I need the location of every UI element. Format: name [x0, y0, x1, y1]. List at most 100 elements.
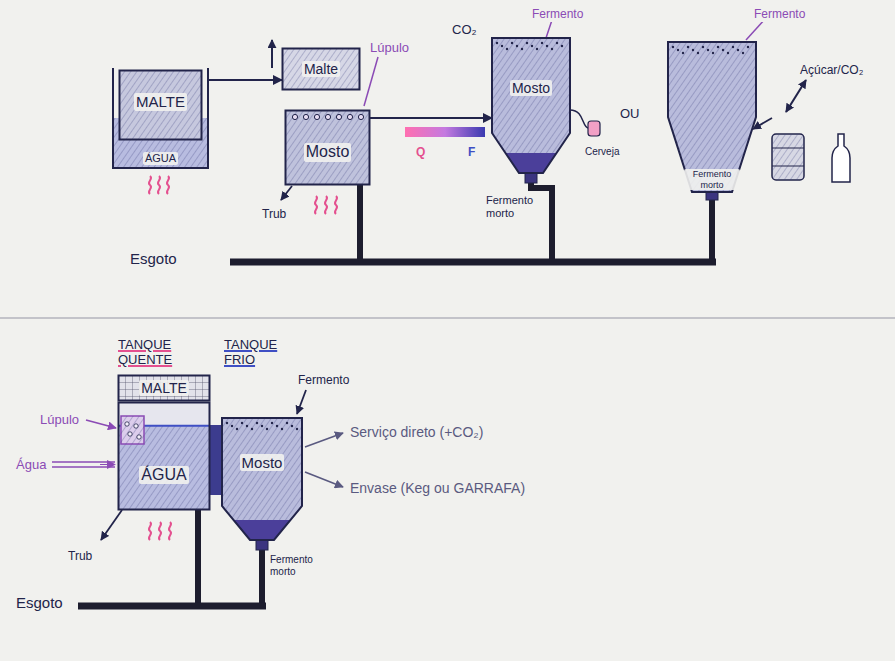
- yeast-label: Fermento: [296, 374, 351, 388]
- hop-label-box: Lúpulo: [38, 410, 81, 428]
- sewer-label: Esgoto: [14, 594, 65, 611]
- water-line: [118, 425, 210, 427]
- tank-outlet: [525, 173, 537, 183]
- dead-yeast-label: Fermento morto: [268, 554, 324, 577]
- cold-mark: F: [466, 146, 477, 160]
- yeast-dot: [556, 42, 558, 44]
- yeast-dot: [747, 46, 749, 48]
- yeast-dot: [296, 428, 298, 430]
- yeast-label: Fermento: [752, 8, 807, 22]
- drain-pipe: [709, 200, 715, 262]
- output-arrow: [305, 472, 343, 487]
- beer-label: Cerveja: [583, 146, 621, 158]
- tank-heading-box: TANQUE QUENTE: [116, 338, 192, 368]
- yeast-dot: [551, 48, 553, 50]
- yeast-dot: [266, 428, 268, 430]
- node-text: MALTE: [139, 380, 189, 396]
- node-text: MALTE: [134, 93, 187, 110]
- node-text: Mosto: [304, 143, 352, 161]
- mash-kettle: ÁGUA MALTE: [113, 68, 208, 168]
- yeast-dot: [722, 49, 724, 51]
- tank-outline: [119, 403, 210, 510]
- hop-dot: [347, 114, 352, 119]
- box-outline: [119, 376, 210, 401]
- transfer-pipe: [210, 425, 222, 495]
- yeast-dot: [521, 48, 523, 50]
- leader-line: [546, 20, 552, 38]
- trub-label: Trub: [66, 550, 94, 564]
- sewer-label: Esgoto: [128, 250, 179, 267]
- sewer-line: [78, 603, 266, 610]
- hop-dot: [128, 432, 132, 436]
- node-text: Mosto: [510, 80, 552, 96]
- yeast-label-box: Fermento: [752, 4, 807, 22]
- box-outline: [283, 49, 360, 90]
- yeast-dot: [271, 422, 273, 424]
- sewer-label-box: Esgoto: [14, 594, 65, 612]
- yeast-dot: [251, 428, 253, 430]
- fermenter: Mosto: [492, 38, 570, 183]
- maturation-tank: Fermento morto: [668, 42, 756, 200]
- hop-dot: [358, 114, 363, 119]
- hop-dot: [336, 114, 341, 119]
- yeast-dot: [246, 425, 248, 427]
- yeast-label-box: Fermento: [296, 370, 351, 388]
- output-label: Serviço direto (+CO₂): [348, 424, 485, 440]
- box-fill: [285, 110, 370, 185]
- yeast-dot: [707, 49, 709, 51]
- trub-arrow: [101, 510, 122, 540]
- hop-label-box: Lúpulo: [368, 38, 411, 56]
- box-fill: [282, 48, 360, 90]
- sediment-band: [234, 520, 291, 540]
- malt-box: MALTE: [118, 375, 210, 401]
- dead-yeast-label: Fermento morto: [484, 194, 544, 219]
- yeast-dot: [231, 425, 233, 427]
- yeast-dot: [672, 46, 674, 48]
- yeast-dot: [687, 46, 689, 48]
- trub-label: Trub: [260, 208, 288, 222]
- yeast-dot: [702, 46, 704, 48]
- malt-basket: MALTE: [119, 70, 202, 140]
- yeast-dot: [276, 425, 278, 427]
- heat-symbol: [149, 176, 151, 194]
- kettle-outline: [113, 68, 208, 168]
- box-fill: [118, 375, 210, 401]
- trub-arrow: [281, 186, 292, 200]
- divider-line: [0, 317, 895, 319]
- or-label-box: OU: [618, 104, 642, 122]
- node-text: Fermento morto: [684, 169, 740, 190]
- hop-label: Lúpulo: [38, 413, 81, 428]
- yeast-dot: [501, 45, 503, 47]
- tank-outlet: [256, 540, 268, 550]
- hop-basket: [121, 416, 144, 444]
- box-hatch: [285, 110, 370, 185]
- heat-symbol: [325, 196, 327, 214]
- box-hatch: [282, 48, 360, 90]
- node-text: Malte: [302, 61, 340, 77]
- output-arrow: [305, 433, 343, 447]
- yeast-dot: [226, 422, 228, 424]
- flow-arrow: [370, 117, 492, 119]
- node-text: ÁGUA: [143, 152, 178, 165]
- heat-symbol: [167, 176, 169, 194]
- tank-outline: [668, 42, 756, 192]
- heat-symbol: [159, 522, 161, 540]
- water-inlet: [52, 462, 115, 467]
- yeast-dot: [286, 422, 288, 424]
- yeast-dot: [692, 49, 694, 51]
- box-hatch: [119, 70, 202, 140]
- chiller-gradient: [405, 127, 485, 137]
- yeast-dot: [526, 42, 528, 44]
- yeast-arrow: [297, 390, 306, 414]
- hop-dot: [134, 424, 138, 428]
- heat-symbol: [335, 196, 337, 214]
- yeast-dot: [697, 52, 699, 54]
- yeast-dot: [496, 42, 498, 44]
- yeast-label-box: Fermento: [530, 4, 585, 22]
- water-label: Água: [14, 458, 48, 473]
- water-fill: [113, 118, 208, 168]
- hot-mark-box: Q: [414, 142, 427, 160]
- sediment-band: [506, 153, 557, 173]
- yeast-dot: [236, 428, 238, 430]
- lift-arrow: [271, 40, 273, 68]
